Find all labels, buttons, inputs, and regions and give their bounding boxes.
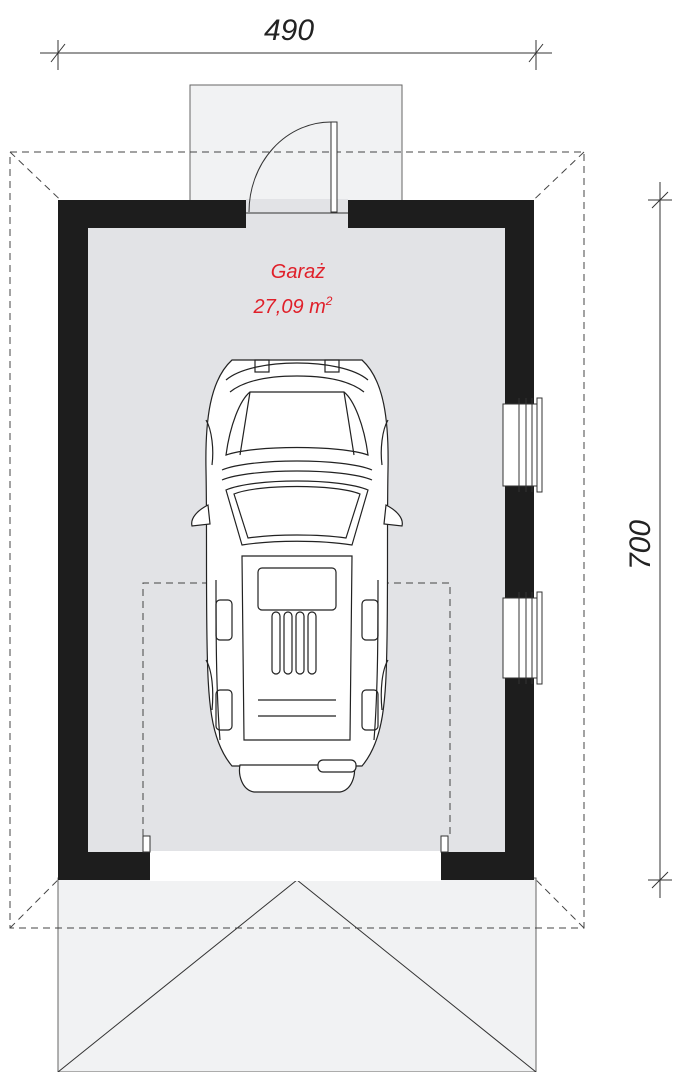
window-upper [502,397,543,493]
room-name: Garaż [271,261,325,283]
room-area: 27,09 m2 [253,294,333,318]
room-area-value: 27,09 m [253,296,326,318]
gate-opening [150,851,441,881]
car-icon [191,359,403,793]
overhead-gate-outline [142,582,451,836]
dimension-width-label: 490 [264,14,314,47]
gate-jamb-right [440,835,449,853]
roof-outline [9,151,585,929]
dimension-length-label: 700 [624,520,657,570]
dimension-width [40,40,552,70]
window-lower [502,591,543,685]
door-swing-arc [248,121,332,213]
entrance-landing [189,84,403,206]
gate-jamb-left [142,835,151,853]
room-area-exponent: 2 [325,294,333,308]
dimension-length [648,182,672,898]
driveway [57,877,537,1072]
door-leaf [330,121,338,213]
